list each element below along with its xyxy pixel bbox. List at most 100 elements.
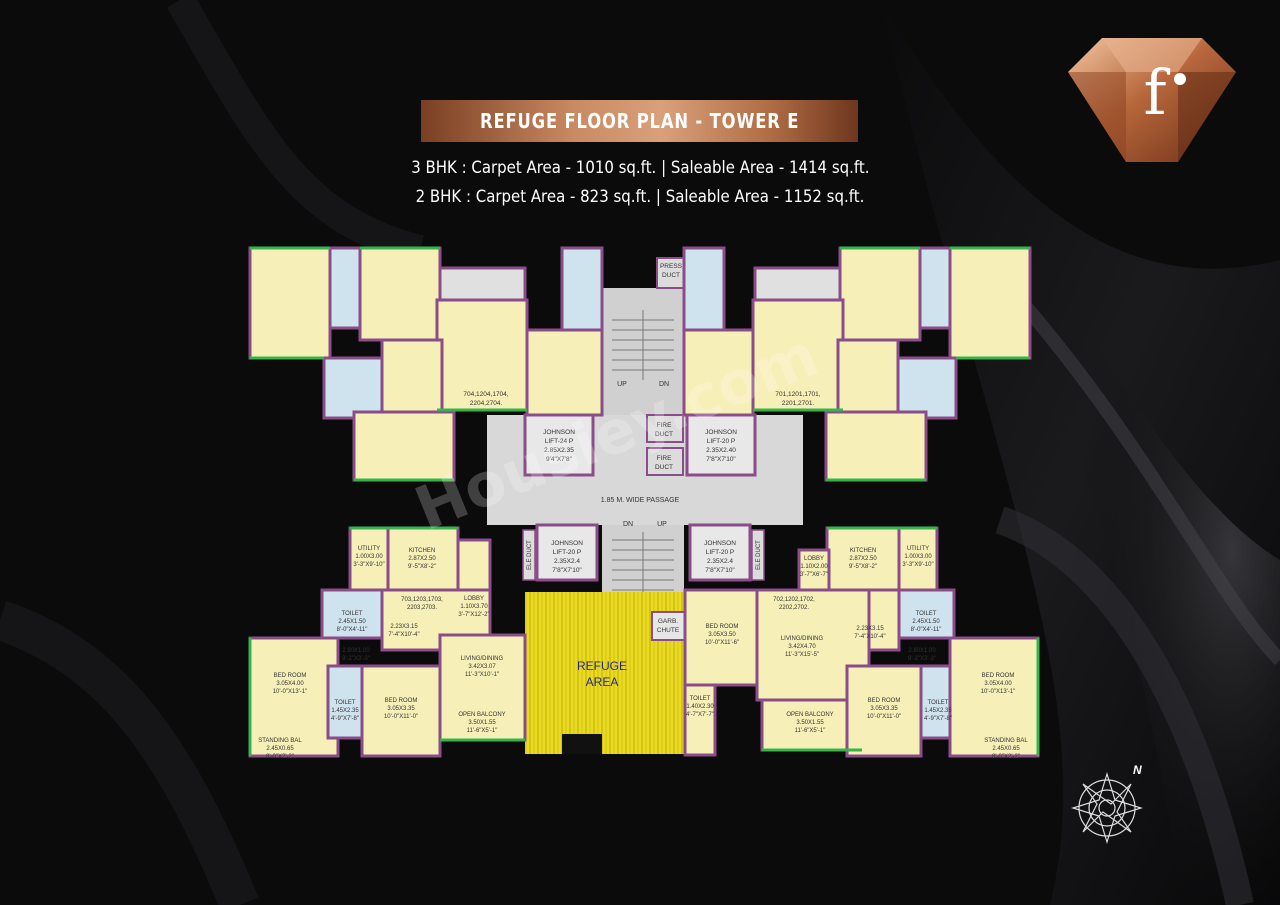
passage-label: 1.85 M. WIDE PASSAGE [601,497,680,504]
svg-text:10'-0"X13'-1": 10'-0"X13'-1" [273,689,308,695]
svg-text:2.45X0.65: 2.45X0.65 [266,746,294,752]
svg-text:10'-0"X11'-0": 10'-0"X11'-0" [384,714,418,720]
svg-text:3.05X3.35: 3.05X3.35 [387,706,415,712]
svg-text:ELE DUCT: ELE DUCT [527,540,533,570]
svg-text:2.35X2.4: 2.35X2.4 [554,558,580,565]
svg-text:LIFT-24 P: LIFT-24 P [545,438,574,445]
svg-text:7'-4"X10'-4": 7'-4"X10'-4" [388,632,419,638]
svg-text:DUCT: DUCT [655,431,673,438]
svg-text:OPEN BALCONY: OPEN BALCONY [786,712,833,718]
svg-text:BED ROOM: BED ROOM [385,698,418,704]
garbage-chute [651,611,686,641]
svg-text:LIFT-20 P: LIFT-20 P [706,549,735,556]
svg-text:2203,2703.: 2203,2703. [407,605,437,611]
svg-text:JOHNSON: JOHNSON [705,429,737,436]
svg-text:FIRE: FIRE [657,422,672,429]
fire-duct-2 [646,447,684,476]
floor-plan-drawing: PRESS DUCT UP DN JOHNSON LIFT-24 P 2.85X… [248,246,1040,760]
svg-text:8'-0"X2'-2": 8'-0"X2'-2" [992,754,1020,760]
svg-text:3.05X4.00: 3.05X4.00 [984,681,1012,687]
svg-text:2.87X2.50: 2.87X2.50 [408,556,436,562]
svg-text:1.10X3.70: 1.10X3.70 [460,604,488,610]
flat-number-bottom-left: 703,1203,1703, [401,597,443,603]
compass-north-label: N [1133,763,1142,777]
svg-text:2.23X3.15: 2.23X3.15 [390,624,418,630]
svg-text:UTILITY: UTILITY [907,546,929,552]
svg-text:3'-7"X12'-2": 3'-7"X12'-2" [458,612,489,618]
svg-text:1.45X2.35: 1.45X2.35 [331,708,359,714]
svg-text:TOILET: TOILET [928,700,949,706]
svg-text:2204,2704.: 2204,2704. [470,400,503,407]
stair-dn-label: DN [659,381,669,388]
svg-text:AREA: AREA [586,675,619,689]
svg-text:LOBBY: LOBBY [464,596,484,602]
svg-text:UTILITY: UTILITY [358,546,380,552]
flat-bottom-left [248,526,527,758]
lift-top-right [685,413,757,477]
svg-text:LIFT-20 P: LIFT-20 P [707,438,736,445]
svg-text:STANDING BAL: STANDING BAL [984,738,1028,744]
svg-text:11'-6"X5'-1": 11'-6"X5'-1" [467,728,498,734]
svg-text:OPEN BALCONY: OPEN BALCONY [458,712,505,718]
svg-text:3.42X3.07: 3.42X3.07 [468,664,496,670]
svg-text:3'-7"X6'-7": 3'-7"X6'-7" [800,572,828,578]
ele-duct-right [751,529,765,581]
svg-text:3.50X1.55: 3.50X1.55 [468,720,496,726]
svg-text:LOBBY: LOBBY [804,556,824,562]
svg-text:PRESS: PRESS [660,263,683,270]
svg-text:7'8"X7'10": 7'8"X7'10" [552,567,582,574]
svg-text:3.05X3.50: 3.05X3.50 [708,632,736,638]
svg-text:9'4"X7'8": 9'4"X7'8" [546,456,573,463]
press-duct [656,257,686,289]
svg-text:10'-0"X11'-6": 10'-0"X11'-6" [705,640,739,646]
svg-text:LIVING/DINING: LIVING/DINING [461,656,504,662]
brand-logo [1068,38,1236,162]
svg-text:TOILET: TOILET [690,696,711,702]
svg-text:BED ROOM: BED ROOM [868,698,901,704]
svg-text:4'-7"X7'-7": 4'-7"X7'-7" [686,712,714,718]
svg-text:2.35X2.4: 2.35X2.4 [707,558,733,565]
flat-number-top-left: 704,1204,1704, [463,391,508,398]
svg-text:KITCHEN: KITCHEN [409,548,435,554]
svg-text:2.23X3.15: 2.23X3.15 [856,626,884,632]
lift-bottom-right [688,523,752,582]
svg-text:KITCHEN: KITCHEN [850,548,876,554]
svg-text:9'-2"X3'-3": 9'-2"X3'-3" [342,656,370,662]
stair-up-label: UP [617,381,627,388]
svg-text:10'-0"X11'-0": 10'-0"X11'-0" [867,714,901,720]
svg-text:JOHNSON: JOHNSON [543,429,575,436]
svg-text:BED ROOM: BED ROOM [274,673,307,679]
svg-text:10'-0"X13'-1": 10'-0"X13'-1" [981,689,1016,695]
svg-text:FIRE: FIRE [657,455,672,462]
svg-text:2201,2701.: 2201,2701. [782,400,815,407]
svg-text:2.80X1.00: 2.80X1.00 [342,648,370,654]
svg-text:7'8"X7'10": 7'8"X7'10" [705,567,735,574]
svg-text:9'-5"X8'-2": 9'-5"X8'-2" [408,564,436,570]
svg-text:3.42X4.70: 3.42X4.70 [788,644,816,650]
svg-text:8'-0"X2'-2": 8'-0"X2'-2" [266,754,294,760]
svg-text:3.05X4.00: 3.05X4.00 [276,681,304,687]
svg-text:8'-0"X4'-11": 8'-0"X4'-11" [337,627,368,633]
svg-text:1.40X2.30: 1.40X2.30 [686,704,714,710]
lift-top-left [523,413,595,477]
svg-text:3.05X3.35: 3.05X3.35 [870,706,898,712]
fire-duct-1 [646,414,684,443]
svg-text:2.87X2.50: 2.87X2.50 [849,556,877,562]
svg-text:2.85X2.35: 2.85X2.35 [544,447,574,454]
svg-text:LIVING/DINING: LIVING/DINING [781,636,824,642]
svg-text:2.45X1.50: 2.45X1.50 [338,619,366,625]
svg-text:11'-3"X15'-5": 11'-3"X15'-5" [785,652,819,658]
svg-text:TOILET: TOILET [335,700,356,706]
svg-text:LIFT-20 P: LIFT-20 P [553,549,582,556]
flat-top-right [682,246,1032,482]
svg-text:2.80X1.00: 2.80X1.00 [908,648,936,654]
title-banner: REFUGE FLOOR PLAN - TOWER E [421,100,858,142]
compass-icon: N [1065,760,1155,850]
svg-text:11'-3"X10'-1": 11'-3"X10'-1" [465,672,499,678]
svg-text:DN: DN [623,521,633,528]
flat-number-top-right: 701,1201,1701, [775,391,820,398]
ele-duct-left [522,529,536,581]
page-title: REFUGE FLOOR PLAN - TOWER E [479,109,800,133]
gem-logo-icon [1068,38,1236,162]
svg-text:1.00X3.00: 1.00X3.00 [355,554,383,560]
